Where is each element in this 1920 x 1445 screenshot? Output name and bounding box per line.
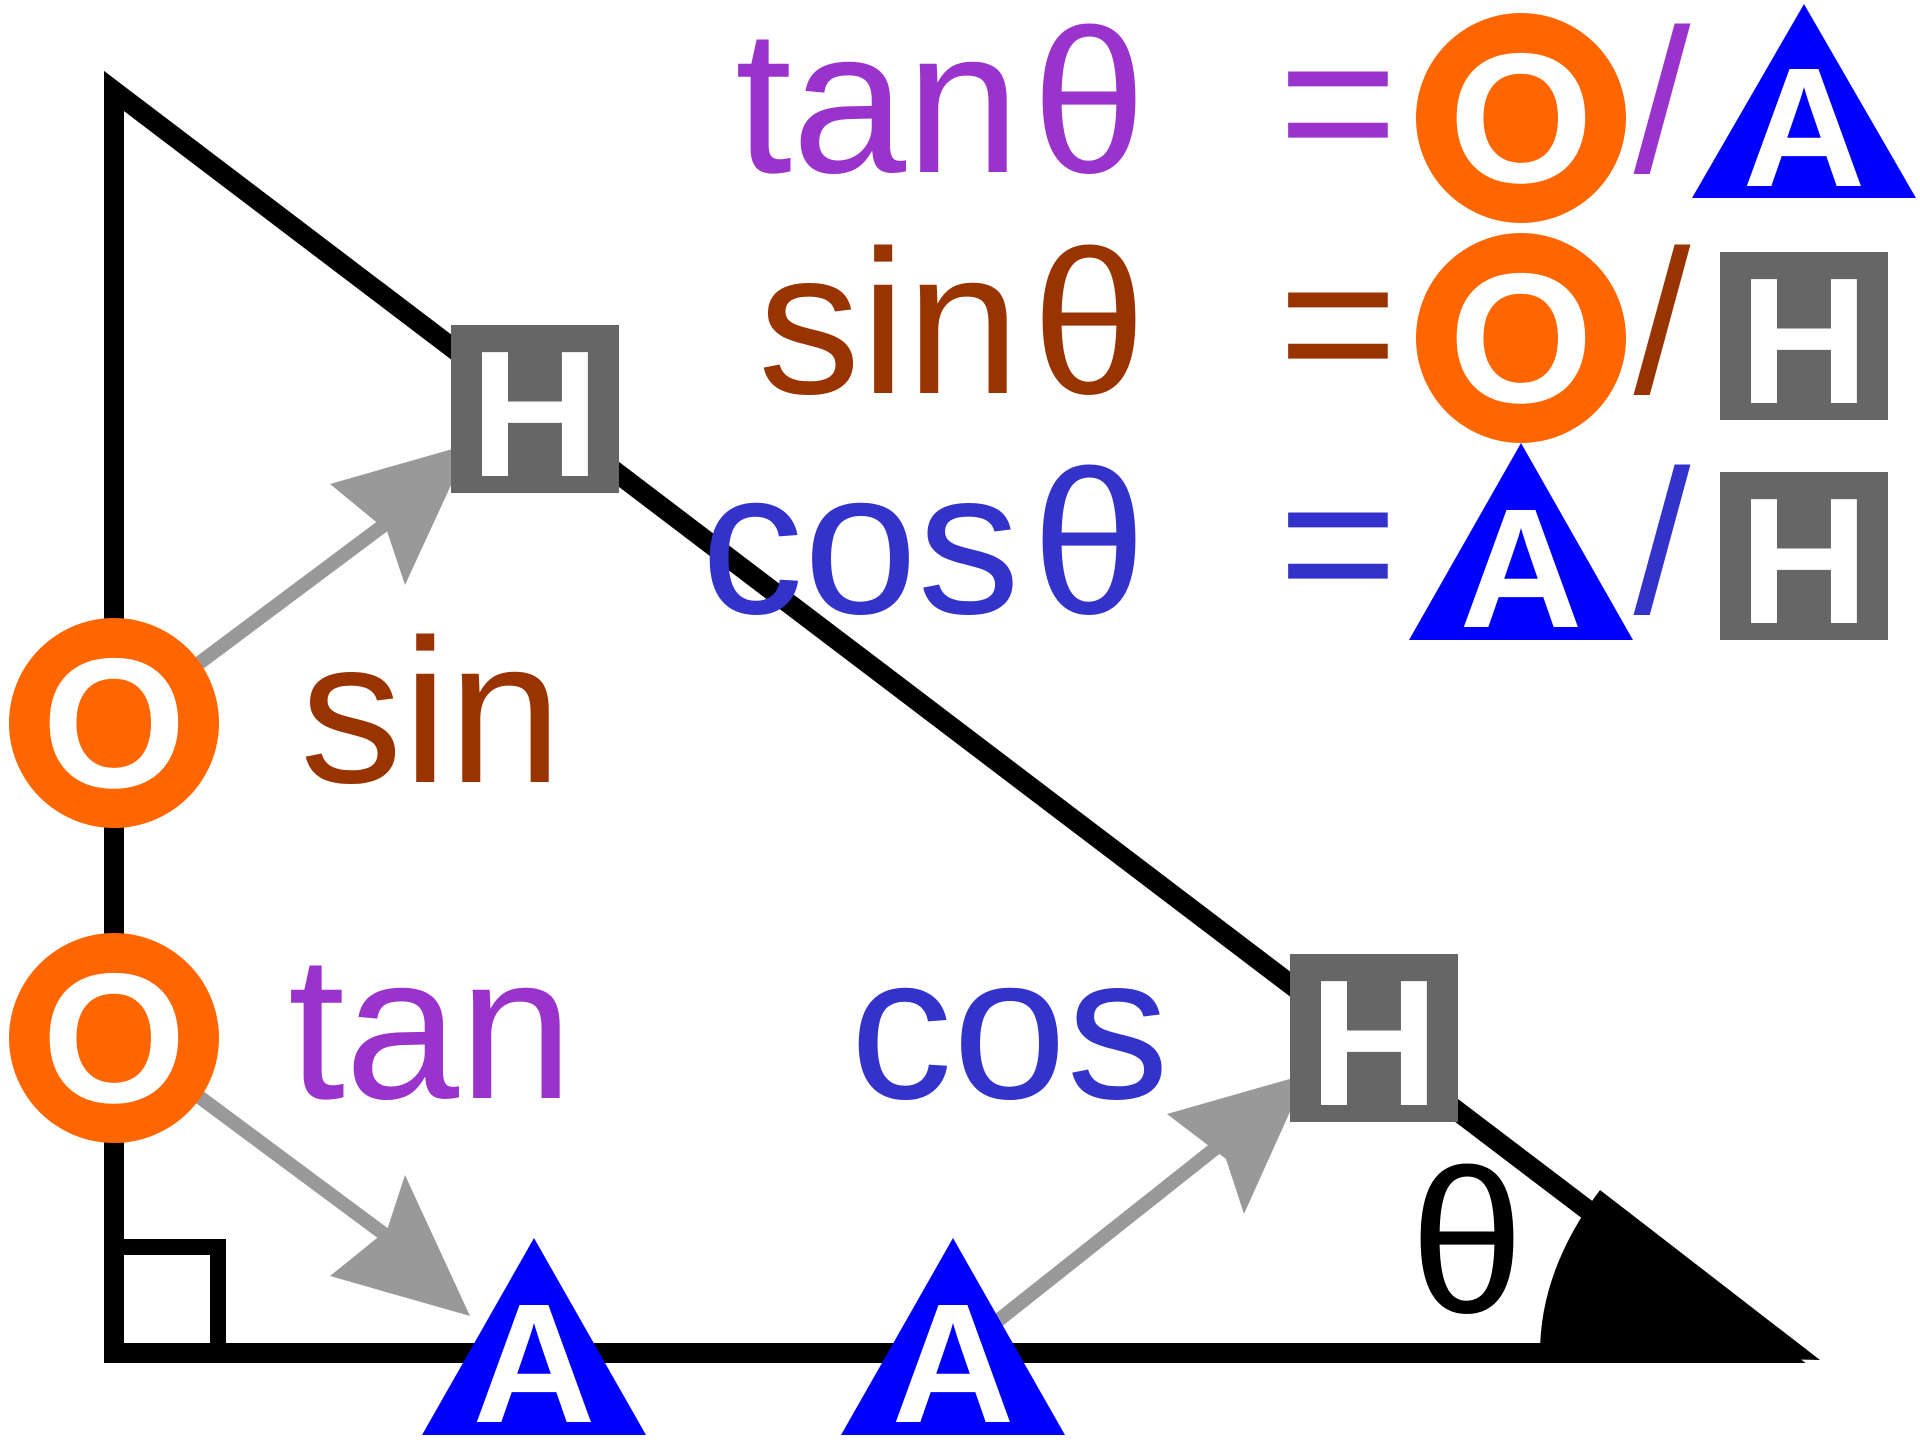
opposite-letter: O (42, 936, 186, 1142)
adjacent-symbol-right: A (841, 1238, 1065, 1445)
formula-cos-func: cos (701, 428, 1020, 657)
hypotenuse-symbol-top: H (451, 314, 619, 515)
formula-sin-theta: θ (1032, 208, 1146, 437)
formula-tan-numerator: O (1449, 16, 1593, 222)
adjacent-symbol-left: A (422, 1238, 646, 1445)
adjacent-letter: A (473, 1269, 596, 1440)
formula-cos-numerator: A (1460, 474, 1583, 664)
formula-cos-denominator: H (1739, 461, 1869, 662)
formula-tan-theta: θ (1032, 0, 1146, 216)
formula-tan: tan θ = O / A (735, 0, 1916, 223)
label-theta: θ (1410, 1127, 1524, 1356)
adjacent-letter: A (892, 1269, 1015, 1440)
label-tan: tan (288, 913, 573, 1142)
arrow-a-to-h (990, 1074, 1307, 1329)
right-angle-marker (114, 1239, 226, 1353)
hypotenuse-letter: H (1309, 943, 1439, 1144)
formula-sin: sin θ = O / H (758, 208, 1888, 443)
formula-sin-denominator: H (1739, 241, 1869, 442)
arrow-o-to-h (185, 444, 470, 676)
formula-tan-equals: = (1278, 0, 1398, 216)
formula-cos-theta: θ (1032, 428, 1146, 657)
formula-tan-slash: / (1634, 0, 1691, 216)
formula-sin-numerator: O (1449, 236, 1593, 442)
hypotenuse-letter: H (470, 314, 600, 515)
label-sin: sin (300, 597, 562, 826)
formula-tan-denominator: A (1743, 33, 1866, 223)
label-cos: cos (850, 913, 1169, 1142)
opposite-symbol-upper: O (9, 618, 219, 828)
formula-sin-func: sin (758, 208, 1020, 437)
formula-cos: cos θ = A / H (701, 428, 1888, 664)
formula-sin-equals: = (1278, 208, 1398, 437)
opposite-symbol-lower: O (9, 933, 219, 1143)
opposite-letter: O (42, 621, 186, 827)
formula-tan-func: tan (735, 0, 1020, 216)
angle-theta-marker (1540, 1190, 1820, 1360)
formula-cos-equals: = (1278, 428, 1398, 657)
arrow-o-to-a (185, 1084, 470, 1316)
hypotenuse-symbol-bottom: H (1290, 943, 1458, 1144)
formula-sin-slash: / (1634, 208, 1691, 437)
formula-cos-slash: / (1634, 428, 1691, 657)
